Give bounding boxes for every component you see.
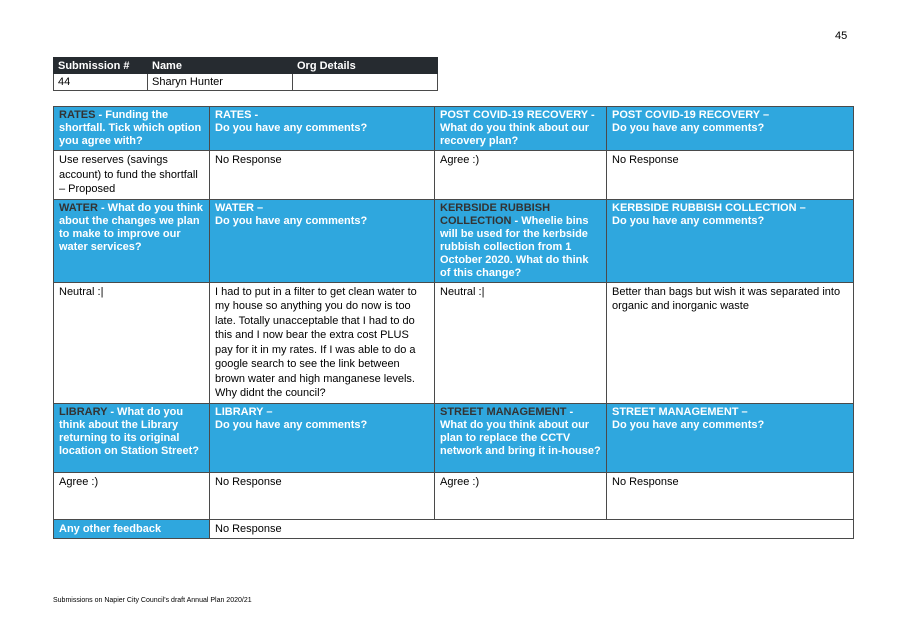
water-comments-title: WATER –	[215, 201, 264, 214]
submission-number-value: 44	[53, 73, 148, 91]
covid-comments-answer: No Response	[606, 150, 854, 200]
covid-recovery-text: What do you think about our recovery pla…	[440, 122, 590, 147]
other-feedback-row: Any other feedback No Response	[53, 518, 854, 539]
name-value: Sharyn Hunter	[147, 73, 293, 91]
rates-funding-question: RATES - Funding the shortfall. Tick whic…	[53, 106, 210, 151]
rates-comments-answer: No Response	[209, 150, 435, 200]
water-answer: Neutral :|	[53, 281, 210, 404]
library-comments-question: LIBRARY –Do you have any comments?	[209, 402, 435, 473]
rates-question-row: RATES - Funding the shortfall. Tick whic…	[53, 106, 854, 151]
kerbside-comments-sub: Do you have any comments?	[612, 214, 765, 227]
street-comments-title: STREET MANAGEMENT –	[612, 405, 748, 418]
name-header: Name	[147, 57, 293, 74]
covid-comments-title: POST COVID-19 RECOVERY –	[612, 109, 770, 121]
water-comments-answer: I had to put in a filter to get clean wa…	[209, 281, 435, 404]
footer-text: Submissions on Napier City Council's dra…	[53, 597, 252, 604]
library-question-row: LIBRARY - What do you think about the Li…	[53, 402, 854, 473]
street-management-question-text: - What do you think about our plan to re…	[440, 405, 601, 457]
other-feedback-answer: No Response	[209, 518, 854, 539]
library-question-text: - What do you think about the Library re…	[59, 405, 199, 457]
kerbside-comments-title: KERBSIDE RUBBISH COLLECTION –	[612, 201, 806, 214]
water-label: WATER	[59, 201, 98, 214]
library-comments-sub: Do you have any comments?	[215, 418, 368, 431]
rates-comments-question: RATES -Do you have any comments?	[209, 106, 435, 151]
kerbside-answer: Neutral :|	[434, 281, 607, 404]
water-comments-sub: Do you have any comments?	[215, 214, 368, 227]
water-comments-question: WATER –Do you have any comments?	[209, 198, 435, 283]
street-comments-question: STREET MANAGEMENT –Do you have any comme…	[606, 402, 854, 473]
kerbside-comments-question: KERBSIDE RUBBISH COLLECTION –Do you have…	[606, 198, 854, 283]
kerbside-label: KERBSIDE RUBBISH COLLECTION	[440, 201, 551, 227]
water-question-text: - What do you think about the changes we…	[59, 201, 204, 253]
street-management-answer: Agree :)	[434, 471, 607, 520]
rates-comments-sub: Do you have any comments?	[215, 122, 368, 134]
water-question: WATER - What do you think about the chan…	[53, 198, 210, 283]
page-number: 45	[835, 30, 848, 42]
library-comments-title: LIBRARY –	[215, 405, 273, 418]
org-details-value	[292, 73, 438, 91]
covid-comments-sub: Do you have any comments?	[612, 122, 765, 134]
rates-comments-title: RATES -	[215, 109, 259, 121]
org-details-header: Org Details	[292, 57, 438, 74]
submission-value-row: 44 Sharyn Hunter	[53, 73, 438, 91]
library-comments-answer: No Response	[209, 471, 435, 520]
rates-question-text: - Funding the shortfall. Tick which opti…	[59, 109, 202, 147]
water-answer-row: Neutral :| I had to put in a filter to g…	[53, 281, 854, 404]
other-feedback-label: Any other feedback	[53, 518, 210, 539]
library-label: LIBRARY	[59, 405, 108, 418]
library-answer-row: Agree :) No Response Agree :) No Respons…	[53, 471, 854, 520]
kerbside-question: KERBSIDE RUBBISH COLLECTION - Wheelie bi…	[434, 198, 607, 283]
covid-recovery-answer: Agree :)	[434, 150, 607, 200]
rates-funding-answer: Use reserves (savings account) to fund t…	[53, 150, 210, 200]
submission-table: Submission # Name Org Details 44 Sharyn …	[53, 57, 438, 91]
water-question-row: WATER - What do you think about the chan…	[53, 198, 854, 283]
street-comments-sub: Do you have any comments?	[612, 418, 765, 431]
covid-recovery-title: POST COVID-19 RECOVERY -	[440, 109, 595, 121]
library-question: LIBRARY - What do you think about the Li…	[53, 402, 210, 473]
rates-label: RATES	[59, 109, 96, 121]
library-answer: Agree :)	[53, 471, 210, 520]
street-management-question: STREET MANAGEMENT - What do you think ab…	[434, 402, 607, 473]
street-management-label: STREET MANAGEMENT	[440, 405, 567, 418]
street-comments-answer: No Response	[606, 471, 854, 520]
rates-answer-row: Use reserves (savings account) to fund t…	[53, 150, 854, 200]
submission-header-row: Submission # Name Org Details	[53, 57, 438, 74]
feedback-table: RATES - Funding the shortfall. Tick whic…	[53, 106, 854, 539]
submission-number-header: Submission #	[53, 57, 148, 74]
kerbside-question-text: - Wheelie bins will be used for the kerb…	[440, 214, 589, 279]
covid-recovery-question: POST COVID-19 RECOVERY -What do you thin…	[434, 106, 607, 151]
covid-comments-question: POST COVID-19 RECOVERY –Do you have any …	[606, 106, 854, 151]
kerbside-comments-answer: Better than bags but wish it was separat…	[606, 281, 854, 404]
